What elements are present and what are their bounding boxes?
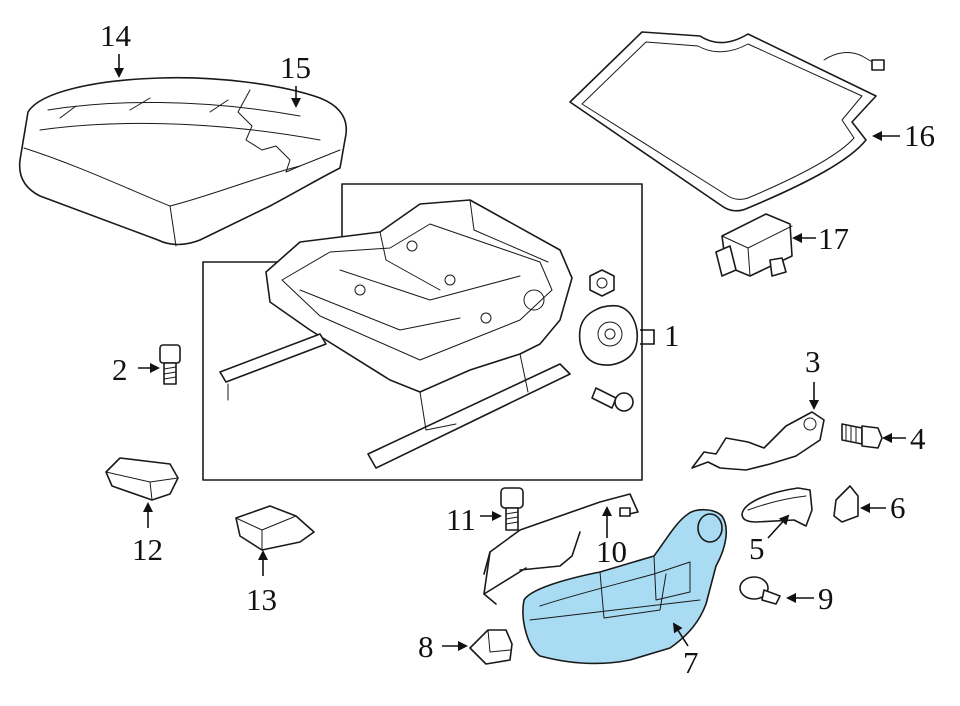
part-9-push-pin	[739, 576, 781, 605]
part-5-handle	[741, 487, 813, 527]
part-1-seat-frame-group	[202, 183, 643, 481]
callout-11: 11	[446, 502, 476, 537]
part-16-heater-mat	[569, 31, 885, 212]
part-11-bolt	[500, 487, 524, 531]
callout-9: 9	[818, 581, 834, 616]
callout-17: 17	[818, 221, 849, 256]
part-2-bolt	[159, 344, 181, 385]
callout-labels: 14 15 16 17 1 2 3 4 5 6 7 8 9 10 11 12 1…	[100, 18, 935, 680]
callout-14: 14	[100, 18, 132, 53]
callout-10: 10	[596, 534, 627, 569]
part-3-bracket	[691, 411, 825, 471]
callout-6: 6	[890, 490, 906, 525]
part-6-clip	[833, 485, 859, 523]
callout-15: 15	[280, 50, 311, 85]
part-14-seat-cushion	[18, 76, 348, 247]
callout-8: 8	[418, 629, 434, 664]
callout-5: 5	[749, 531, 765, 566]
part-8-bracket	[469, 629, 513, 665]
callout-13: 13	[246, 582, 277, 617]
leader-lines	[114, 54, 906, 651]
part-12-cover	[105, 457, 179, 501]
part-17-control-module	[715, 213, 793, 277]
callout-16: 16	[904, 118, 935, 153]
part-7-side-shield	[522, 508, 728, 665]
part-4-bolt	[841, 423, 883, 449]
part-10-wire-bracket	[483, 493, 639, 605]
callout-12: 12	[132, 532, 163, 567]
callout-2: 2	[112, 352, 128, 387]
callout-3: 3	[805, 344, 821, 379]
callout-7: 7	[683, 645, 699, 680]
callout-4: 4	[910, 421, 926, 456]
callout-1: 1	[664, 318, 680, 353]
part-13-cover	[235, 505, 315, 551]
